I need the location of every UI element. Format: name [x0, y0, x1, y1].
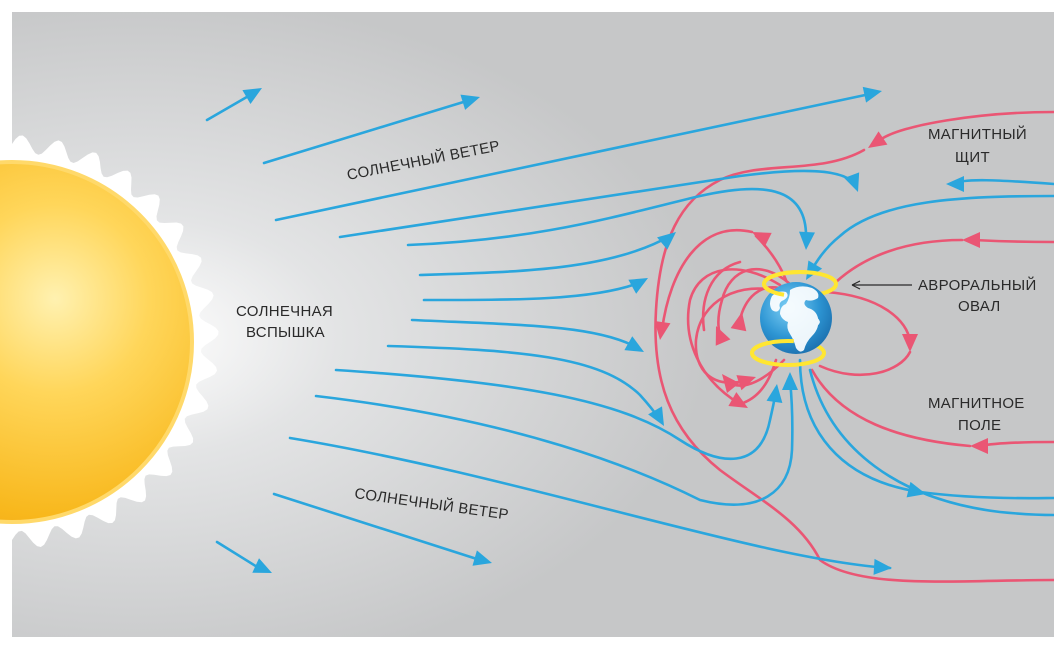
solar-wind-line [418, 234, 672, 277]
auroral-oval-north-front [762, 270, 838, 298]
solar-wind-line [215, 540, 264, 572]
solar-wind-line [314, 378, 794, 506]
solar-wind-line [288, 436, 892, 570]
sun-core [0, 160, 194, 524]
magnetic-field-arrowhead [970, 438, 988, 454]
solar-wind-line [205, 92, 254, 122]
label-auroral-oval-line2: ОВАЛ [958, 298, 1001, 315]
solar-wind-arrowhead [946, 176, 964, 192]
solar-wind-line [272, 492, 482, 562]
solar-wind-line [274, 92, 872, 222]
solar-wind-arrowhead [252, 558, 272, 573]
magnetic-field-line [818, 350, 912, 377]
solar-wind-line [410, 318, 634, 347]
magnetic-field-arrowhead [868, 131, 888, 148]
label-solar-flare-line2: ВСПЫШКА [246, 324, 325, 341]
magnetic-field-arrowhead [736, 375, 756, 391]
label-magnetic-field-line2: ПОЛЕ [958, 417, 1001, 434]
solar-wind-line [808, 368, 1054, 517]
solar-wind-arrowhead [844, 172, 860, 192]
solar-wind-arrowhead [799, 231, 815, 250]
solar-wind-arrowhead [472, 550, 492, 566]
magnetic-field-line [834, 238, 964, 284]
magnetic-field-line [654, 148, 1054, 583]
solar-wind-line [806, 194, 1054, 278]
magnetic-field-line [660, 229, 754, 332]
label-magnetic-shield-line2: ЩИТ [955, 149, 990, 166]
solar-wind-arrowhead [766, 384, 783, 403]
solar-wind-line [334, 368, 778, 461]
solar-wind-arrowhead [782, 372, 798, 390]
solar-wind-line [262, 98, 472, 165]
solar-wind-arrowhead [648, 406, 664, 426]
solar-wind-arrowhead [624, 336, 644, 352]
solar-wind-arrowhead [873, 558, 892, 575]
solar-wind-line [338, 169, 858, 239]
solar-wind-arrowhead [460, 94, 480, 110]
solar-wind-line [406, 187, 808, 247]
magnetic-field-line [878, 110, 1054, 142]
sun-icon [0, 135, 219, 549]
label-solar-flare-line1: СОЛНЕЧНАЯ [236, 303, 333, 320]
magnetic-field-arrowhead [962, 232, 980, 248]
magnetic-field-arrowhead [902, 334, 918, 352]
magnetic-field-arrowhead [730, 312, 747, 332]
magnetic-field-arrowhead [752, 232, 772, 248]
label-auroral-oval-line1: АВРОРАЛЬНЫЙ [918, 276, 1037, 294]
label-magnetic-shield-line1: МАГНИТНЫЙ [928, 125, 1027, 143]
magnetic-field-line [701, 260, 742, 332]
auroral-oval-south-front [750, 339, 826, 367]
earth-icon [750, 270, 838, 367]
solar-wind-arrowhead [806, 260, 823, 280]
magnetic-field-line [694, 287, 784, 384]
solar-wind-line [422, 282, 638, 302]
pointer-arrow-icon [851, 280, 912, 290]
solar-wind-arrowhead [242, 88, 262, 104]
solar-wind-lines [205, 86, 1054, 575]
magnetic-field-arrowhead [715, 326, 731, 346]
earth-continents [770, 286, 820, 352]
solar-wind-line [386, 344, 662, 422]
magnetic-field-line [810, 368, 972, 448]
solar-wind-arrowhead [862, 86, 882, 103]
magnetic-field-arrowhead [654, 321, 671, 340]
solar-wind-arrowhead [628, 278, 648, 294]
label-magnetic-field-line1: МАГНИТНОЕ [928, 395, 1025, 412]
solar-wind-arrowhead [657, 232, 676, 250]
